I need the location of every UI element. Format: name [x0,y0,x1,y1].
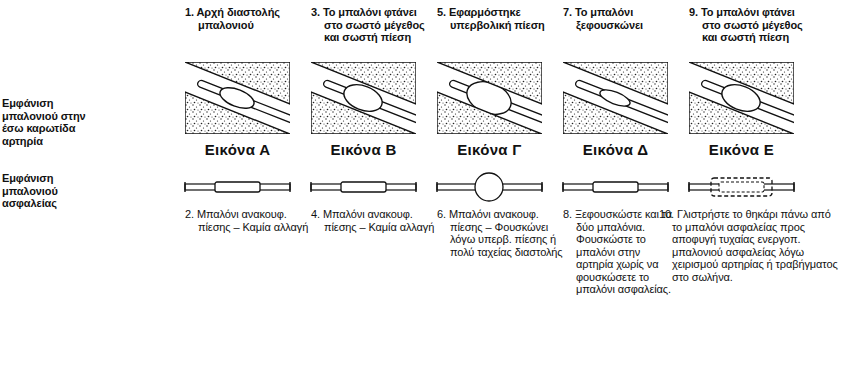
artery-wall [437,62,542,134]
safety-balloon [311,182,416,192]
artery-panel [689,62,811,135]
row-label: Εμφάνιση μπαλονιού ασφαλείας [2,172,92,210]
figure-label: Εικόνα Β [311,141,416,158]
step-caption: 7. Το μπαλόνι ξεφουσκώνει [563,6,688,31]
balloon [598,87,632,110]
artery-panel [437,62,560,138]
safety-balloon [689,178,794,196]
safety-balloon [185,182,290,192]
step-caption: 2. Μπαλόνι ανακουφ. πίεσης – Καμία αλλαγ… [185,208,316,233]
step-caption: 9. Το μπαλόνι φτάνει στο σωστό μέγεθος κ… [689,6,814,44]
artery-panel [185,62,305,134]
figure-label: Εικόνα Δ [563,141,668,158]
step-caption: 6. Μπαλόνι ανακουφ. πίεσης – Φουσκώνει λ… [437,208,568,258]
artery-panel [311,62,433,135]
step-caption: 4. Μπαλόνι ανακουφ. πίεσης – Καμία αλλαγ… [311,208,442,233]
safety-balloon [437,173,542,201]
figure-label: Εικόνα Γ [437,141,542,158]
artery-panel [563,62,682,134]
step-caption: 3. Το μπαλόνι φτάνει στο σωστό μέγεθος κ… [311,6,436,44]
row-label: Εμφάνιση μπαλονιού στην έσω καρωτίδα αρτ… [2,97,90,147]
figure-label: Εικόνα Ε [689,141,794,158]
step-caption: 10. Γλιστρήστε το θηκάρι πάνω από το μπα… [659,208,838,283]
artery-wall [563,62,668,134]
artery-wall [311,62,416,134]
step-caption: 8. Ξεφουσκώστε και τα δύο μπαλόνια. Φουσ… [563,208,680,296]
artery-wall [689,62,794,134]
step-caption: 1. Αρχή διαστολής μπαλονιού [185,6,310,31]
figure-label: Εικόνα Α [185,141,290,158]
sheath [711,178,772,196]
step-caption: 5. Εφαρμόστηκε υπερβολική πίεση [437,6,562,31]
safety-balloon [563,182,668,192]
artery-wall [185,62,290,134]
